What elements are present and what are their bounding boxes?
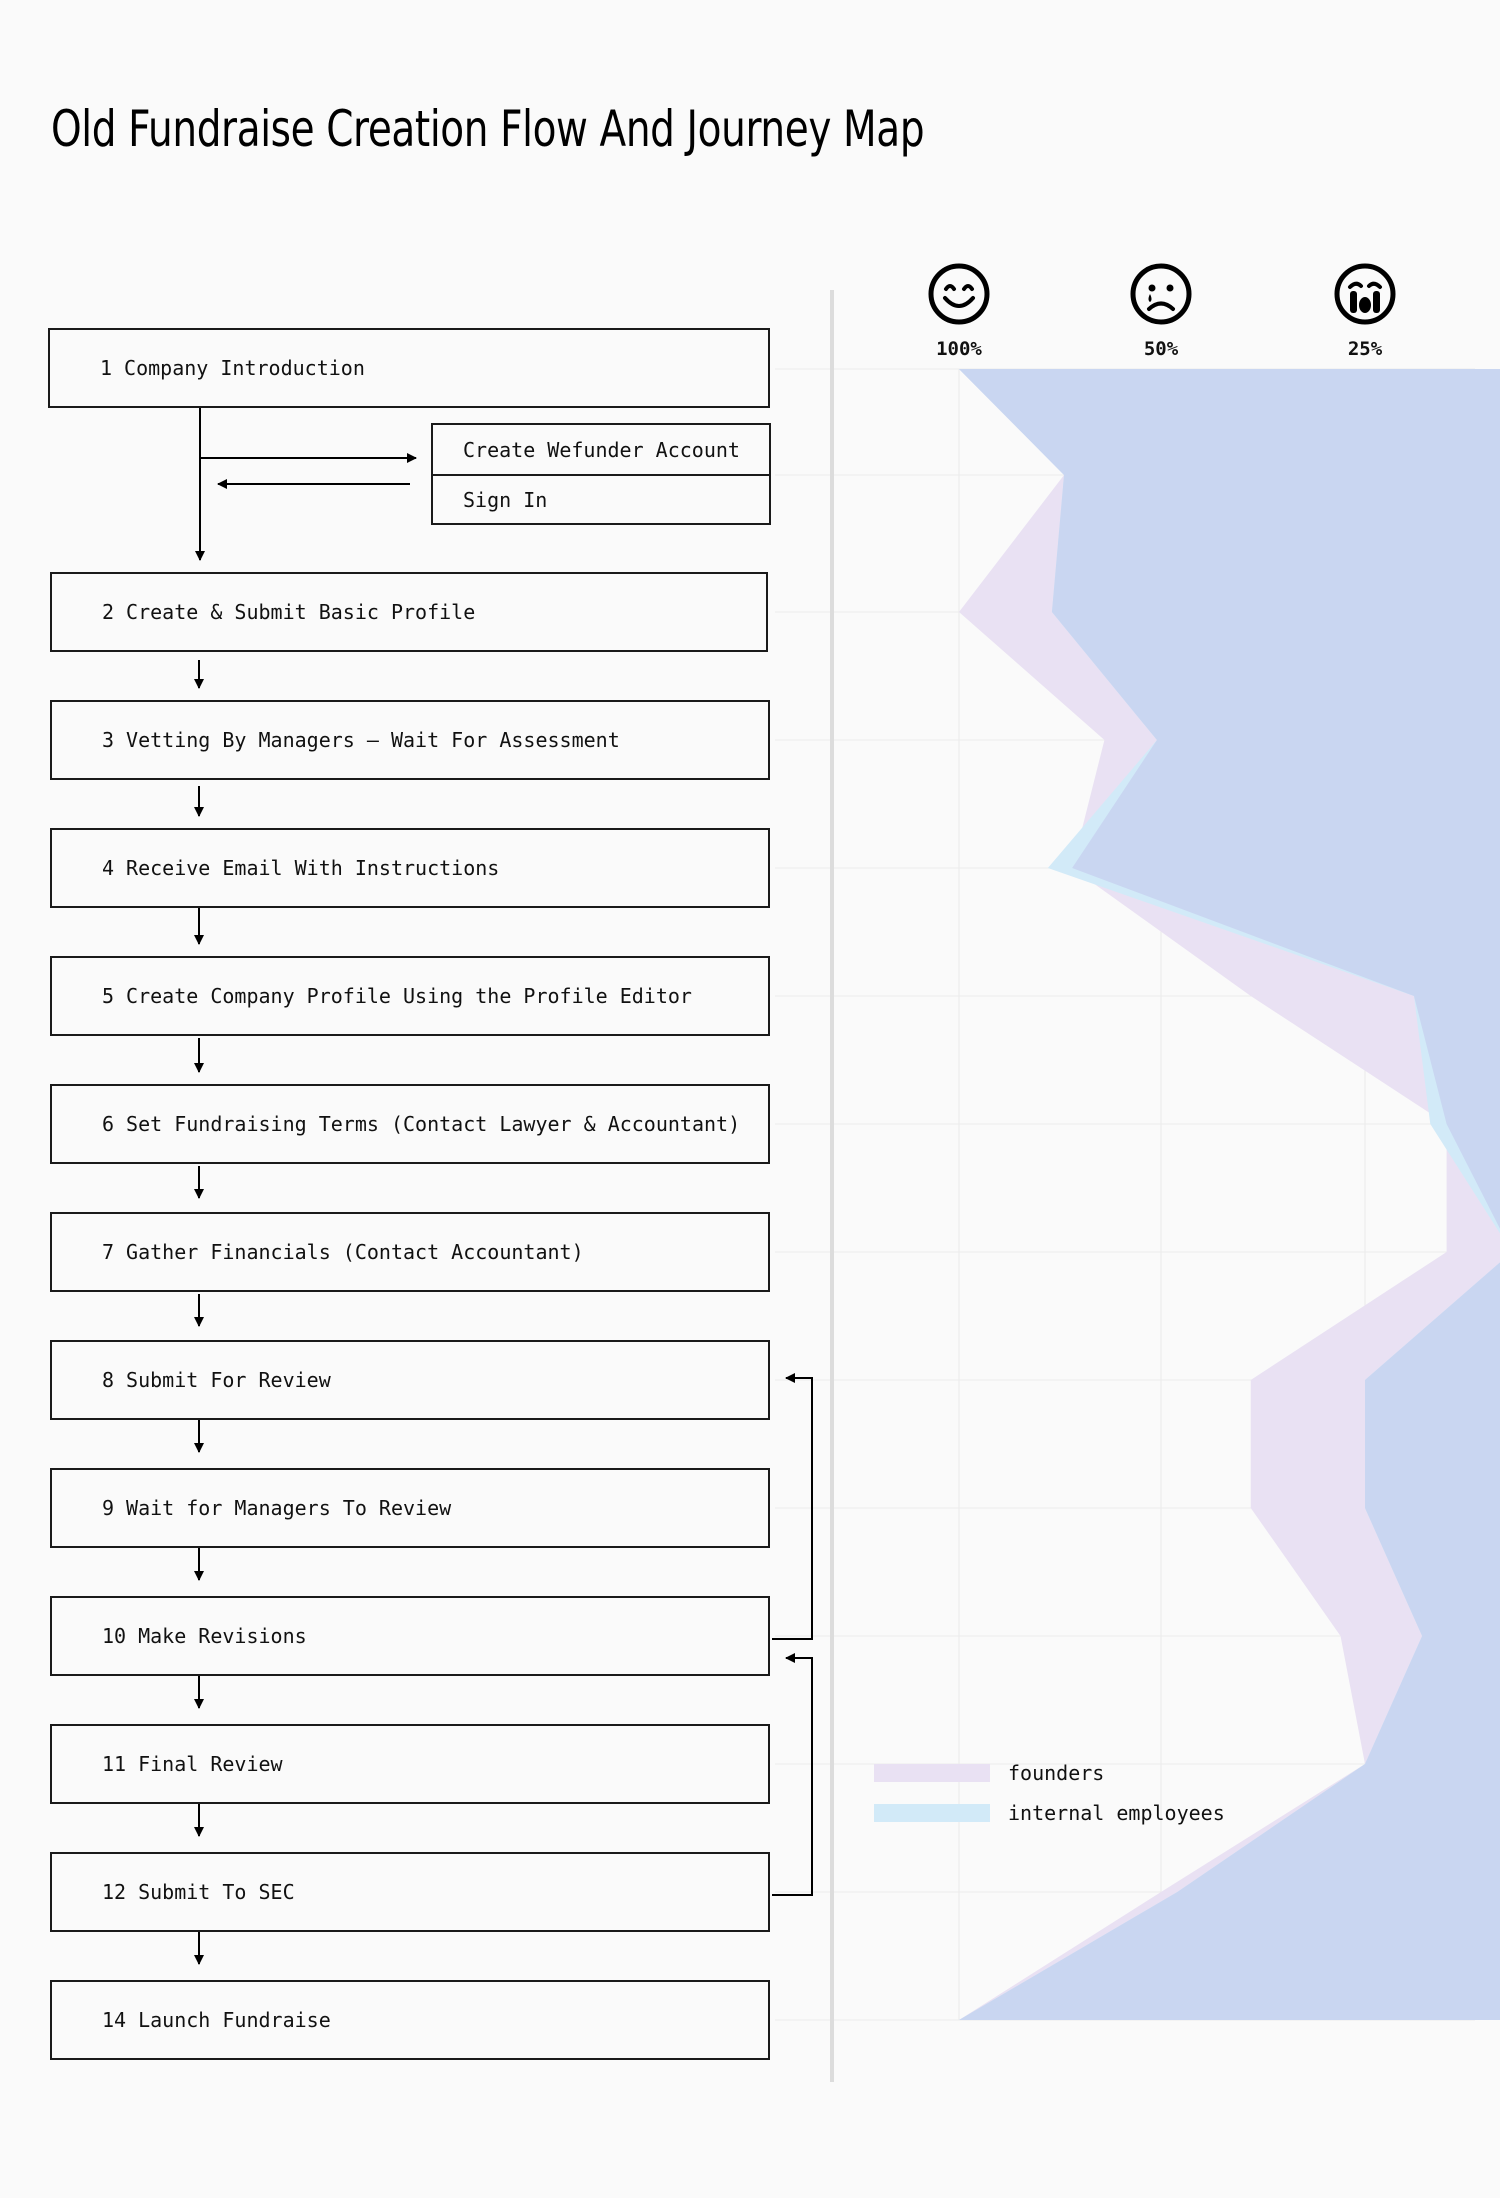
step-number: 5 (102, 984, 115, 1008)
step-label: Receive Email With Instructions (126, 856, 500, 880)
step-number: 2 (102, 600, 115, 624)
step-label: Vetting By Managers – Wait For Assessmen… (126, 728, 620, 752)
step-number: 7 (102, 1240, 115, 1264)
flow-step-11: 11 Final Review (50, 1724, 770, 1804)
step-number: 6 (102, 1112, 115, 1136)
crying-face-icon (1334, 263, 1396, 325)
step-label: Final Review (138, 1752, 283, 1776)
step-label: Create Company Profile Using the Profile… (126, 984, 692, 1008)
flow-step-4: 4 Receive Email With Instructions (50, 828, 770, 908)
step-label: Wait for Managers To Review (126, 1496, 452, 1520)
flow-step-6: 6 Set Fundraising Terms (Contact Lawyer &… (50, 1084, 770, 1164)
flow-step-14: 14 Launch Fundraise (50, 1980, 770, 2060)
step-label: Make Revisions (138, 1624, 307, 1648)
sign-in-option: Sign In (433, 474, 769, 523)
legend-label-founders: founders (1008, 1761, 1105, 1785)
loop-12-to-10 (772, 1653, 813, 1896)
flow-step-1: 1 Company Introduction (48, 328, 770, 408)
auth-box: Create Wefunder Account Sign In (431, 423, 771, 525)
legend-swatch-employees (874, 1804, 990, 1822)
flow-step-5: 5 Create Company Profile Using the Profil… (50, 956, 770, 1036)
flow-step-12: 12 Submit To SEC (50, 1852, 770, 1932)
flow-step-7: 7 Gather Financials (Contact Accountant) (50, 1212, 770, 1292)
flow-step-3: 3 Vetting By Managers – Wait For Assessme… (50, 700, 770, 780)
page-title: Old Fundraise Creation Flow And Journey … (51, 100, 925, 158)
loop-10-to-8 (772, 1373, 813, 1640)
step-number: 10 (102, 1624, 127, 1648)
legend-swatch-founders (874, 1764, 990, 1782)
step-number: 8 (102, 1368, 115, 1392)
step-number: 4 (102, 856, 115, 880)
step-label: Submit To SEC (138, 1880, 295, 1904)
scale-label-100: 100% (936, 338, 982, 360)
legend-label-employees: internal employees (1008, 1801, 1225, 1825)
sad-face-icon (1130, 263, 1192, 325)
step-number: 14 (102, 2008, 127, 2032)
flow-step-9: 9 Wait for Managers To Review (50, 1468, 770, 1548)
step-number: 12 (102, 1880, 127, 1904)
step-number: 9 (102, 1496, 115, 1520)
legend-employees: internal employees (874, 1800, 1294, 1826)
step-label: Set Fundraising Terms (Contact Lawyer & … (126, 1112, 741, 1136)
create-account-option: Create Wefunder Account (463, 437, 740, 462)
flow-step-2: 2 Create & Submit Basic Profile (50, 572, 768, 652)
happy-face-icon (928, 263, 990, 325)
legend-founders: founders (874, 1760, 1294, 1786)
area-overlap (959, 369, 1500, 2020)
flow-step-10: 10 Make Revisions (50, 1596, 770, 1676)
step-number: 3 (102, 728, 115, 752)
step-label: Launch Fundraise (138, 2008, 331, 2032)
step-number: 1 (100, 356, 113, 380)
step-label: Create & Submit Basic Profile (126, 600, 476, 624)
step-number: 11 (102, 1752, 127, 1776)
step-label: Company Introduction (124, 356, 365, 380)
scale-label-25: 25% (1347, 338, 1383, 360)
flow-step-8: 8 Submit For Review (50, 1340, 770, 1420)
step-label: Gather Financials (Contact Accountant) (126, 1240, 584, 1264)
scale-label-50: 50% (1143, 338, 1179, 360)
step-label: Submit For Review (126, 1368, 331, 1392)
